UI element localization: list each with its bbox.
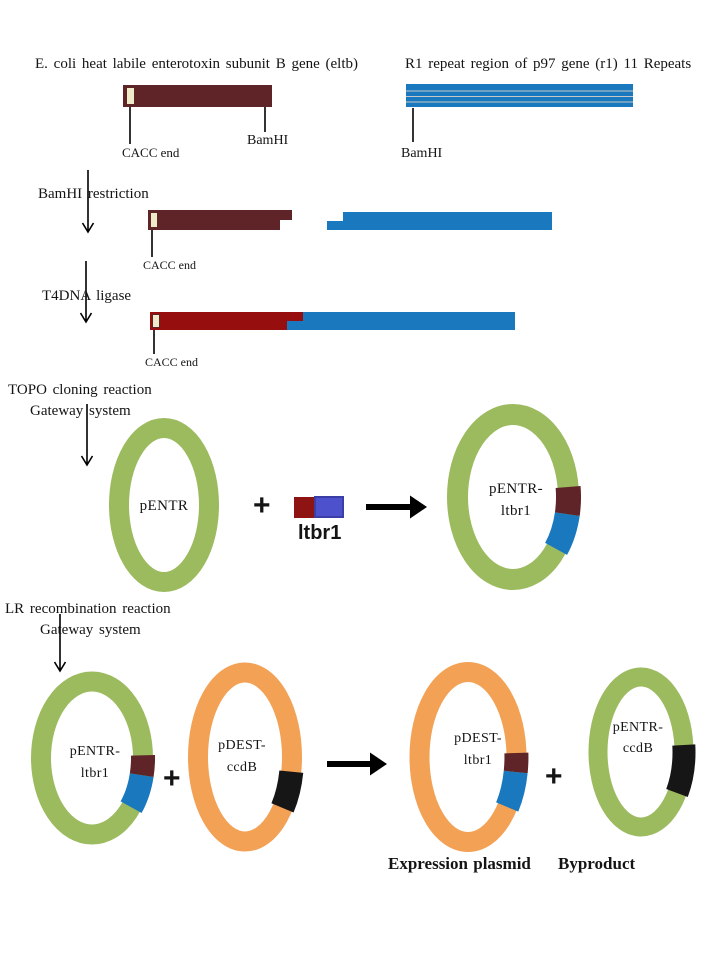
pentr-ltbr1-label-line2: ltbr1 — [500, 503, 532, 519]
pentr-ccdb-plasmid-ring — [588, 667, 696, 837]
eltb-fragment-bar — [148, 210, 280, 230]
byproduct-label: Byproduct — [558, 854, 636, 873]
r1-segment — [544, 512, 580, 555]
r1-gene-label: R1 repeat region of p97 gene (r1) 11 Rep… — [405, 56, 692, 72]
topo-down-arrow — [80, 404, 94, 467]
bamhi-label-2: BamHI — [401, 146, 443, 161]
cacc-end-marker-1 — [126, 87, 135, 105]
r1-gene-bar — [406, 84, 633, 107]
ligated-eltb-part — [150, 312, 287, 330]
eltb-segment — [554, 485, 581, 516]
r1-fragment-bar — [343, 212, 552, 230]
ccdb-segment — [666, 744, 696, 798]
pentr-ltbr1-2-label-line2: ltbr1 — [80, 766, 110, 781]
cacc-end-label-2: CACC end — [143, 258, 197, 272]
lr-step-label-line1: LR recombination reaction — [5, 601, 171, 617]
cacc-end-label-1: CACC end — [122, 145, 180, 160]
lr-result-arrow — [327, 752, 387, 776]
eltb-gene-bar — [123, 85, 272, 107]
pentr-ltbr1-plasmid-ring-2 — [31, 671, 156, 845]
restriction-down-arrow — [81, 170, 95, 234]
topo-step-label-line2: Gateway system — [30, 403, 131, 419]
pentr-ccdb-label-line1: pENTR- — [612, 720, 664, 735]
pdest-ltbr1-label-line2: ltbr1 — [463, 753, 493, 768]
pdest-ltbr1-label-line1: pDEST- — [454, 731, 502, 746]
ligated-r1-step — [287, 321, 303, 330]
cacc-end-label-3: CACC end — [145, 355, 199, 369]
insert-r1-block — [314, 496, 344, 518]
plus-sign-3: + — [545, 760, 563, 793]
plus-sign-1: + — [253, 489, 271, 522]
topo-result-arrow — [366, 495, 427, 519]
pentr-ltbr1-plasmid-ring — [447, 404, 581, 590]
ligase-down-arrow — [79, 261, 93, 324]
cacc-end-marker-3 — [152, 314, 160, 328]
r1-fragment-overhang — [327, 221, 343, 230]
eltb-gene-label: E. coli heat labile enterotoxin subunit … — [35, 56, 358, 72]
pentr-ccdb-label-line2: ccdB — [622, 741, 654, 756]
pdest-ltbr1-plasmid-ring — [409, 662, 529, 852]
plus-sign-2: + — [163, 762, 181, 795]
eltb-fragment-overhang — [280, 210, 292, 220]
eltb-segment — [503, 752, 529, 774]
insert-eltb-block — [294, 497, 314, 518]
lr-down-arrow — [53, 614, 67, 673]
pentr-label: pENTR — [139, 498, 189, 514]
expression-plasmid-label: Expression plasmid — [388, 854, 531, 873]
pdest-ccdb-label-line2: ccdB — [226, 760, 258, 775]
pentr-plasmid-ring — [109, 418, 219, 592]
pdest-ccdb-label-line1: pDEST- — [218, 738, 266, 753]
topo-step-label-line1: TOPO cloning reaction — [8, 382, 152, 398]
ligase-step-label: T4DNA ligase — [42, 288, 132, 304]
restriction-step-label: BamHI restriction — [38, 186, 149, 202]
pentr-ltbr1-2-label-line1: pENTR- — [69, 744, 121, 759]
ligated-eltb-step — [287, 312, 303, 321]
pdest-ccdb-plasmid-ring — [188, 662, 304, 852]
r1-segment — [120, 773, 154, 814]
insert-label: ltbr1 — [298, 522, 342, 544]
r1-segment — [495, 770, 528, 812]
eltb-segment — [129, 755, 156, 778]
ccdb-segment — [271, 770, 304, 813]
lr-step-label-line2: Gateway system — [40, 622, 141, 638]
cacc-end-marker-2 — [150, 212, 158, 228]
bamhi-label-1: BamHI — [247, 133, 289, 148]
pentr-ltbr1-label-line1: pENTR- — [488, 481, 544, 497]
ligated-r1-part — [303, 312, 515, 330]
